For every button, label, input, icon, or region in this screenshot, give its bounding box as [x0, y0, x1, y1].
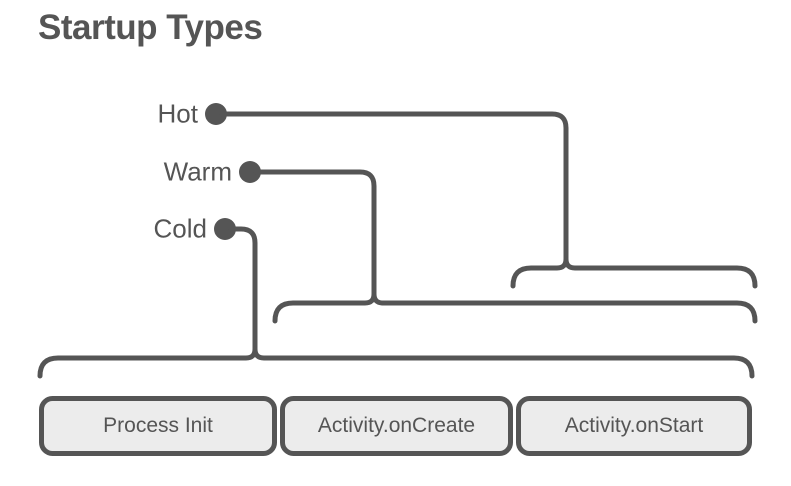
stem-cold: [228, 226, 258, 352]
brace-warm: [272, 291, 758, 324]
stem-hot: [219, 111, 569, 262]
phase-box-group: [39, 396, 752, 456]
brace-hot: [510, 256, 758, 289]
startup-type-label-cold: Cold: [153, 213, 207, 244]
startup-dot-warm: [239, 161, 261, 183]
phase-box[interactable]: [516, 396, 752, 456]
connector-group: [37, 103, 758, 379]
phase-box-label: Process Init: [103, 414, 213, 437]
startup-dot-cold: [214, 218, 236, 240]
startup-type-label-warm: Warm: [163, 156, 232, 187]
phase-box[interactable]: [280, 396, 513, 456]
startup-type-label-hot: Hot: [157, 98, 198, 129]
startup-dot-hot: [205, 103, 227, 125]
page-title: Startup Types: [38, 8, 263, 47]
stem-warm: [253, 169, 377, 297]
phase-box-label: Activity.onCreate: [317, 414, 476, 437]
brace-cold: [37, 346, 755, 379]
phase-box-label: Activity.onStart: [564, 414, 704, 437]
phase-box[interactable]: [39, 396, 277, 456]
